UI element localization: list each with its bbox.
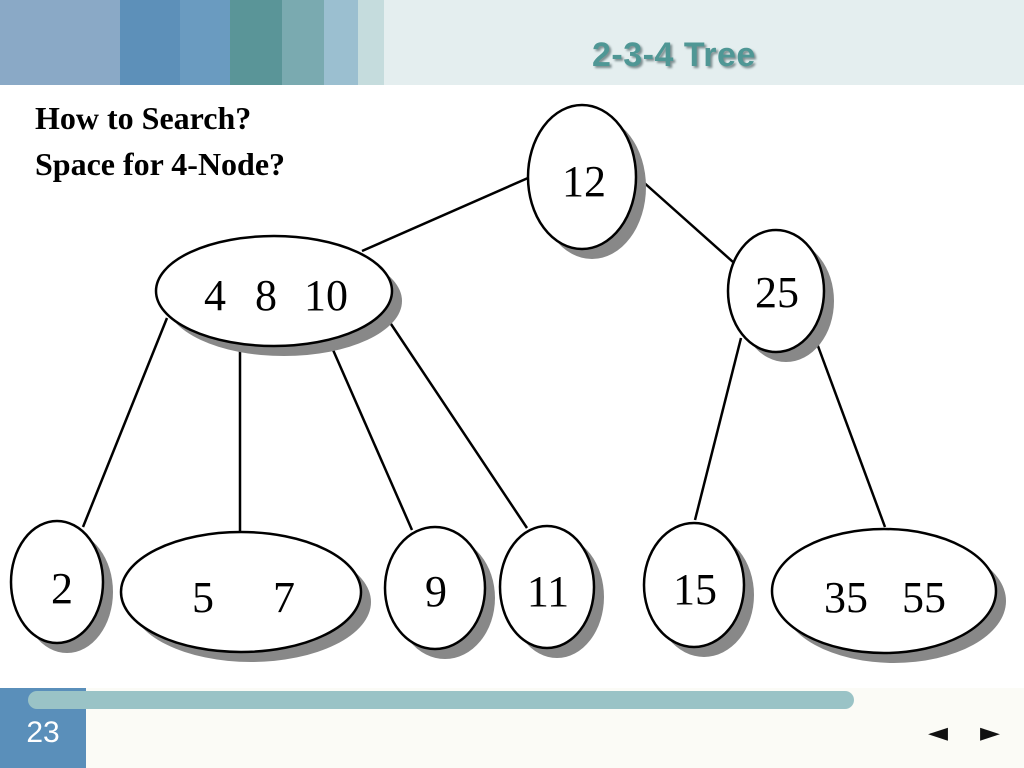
- leaf-node-9: [383, 525, 487, 651]
- previous-slide-icon[interactable]: ◄: [928, 718, 948, 748]
- key: 25: [755, 268, 799, 317]
- edge-root-right: [640, 179, 734, 263]
- key: 7: [273, 573, 295, 622]
- header-band: [324, 0, 358, 85]
- key: 4: [204, 271, 226, 320]
- header-band: [230, 0, 282, 85]
- question-space: Space for 4-Node?: [35, 146, 286, 182]
- key: 9: [425, 567, 447, 616]
- key: 2: [51, 564, 73, 613]
- leaf-node-15: [642, 521, 746, 649]
- edge-root-left: [361, 176, 529, 253]
- page-number: 23: [26, 716, 60, 749]
- edge-25-right: [813, 337, 887, 528]
- header-band: [0, 0, 120, 85]
- next-slide-icon[interactable]: ►: [980, 718, 1000, 748]
- key: 10: [304, 271, 348, 320]
- edge-4node-child-4: [385, 317, 529, 529]
- edge-4node-child-1: [81, 317, 169, 528]
- leaf-node-35-55: [770, 527, 998, 655]
- header-band: [282, 0, 324, 85]
- node-25: [726, 228, 826, 354]
- key: 8: [255, 271, 277, 320]
- key: 11: [527, 567, 569, 616]
- root-node: [526, 103, 638, 251]
- leaf-node-5-7: [119, 530, 363, 654]
- tree-nodes: [9, 103, 998, 655]
- edge-4node-child-3: [328, 342, 414, 531]
- question-list: How to Search? Space for 4-Node?: [35, 95, 285, 187]
- slide-header: [0, 0, 1024, 85]
- key: 12: [562, 157, 606, 206]
- key: 5: [192, 573, 214, 622]
- edge-25-left: [693, 337, 743, 521]
- slide-title: 2-3-4 Tree: [592, 36, 756, 74]
- node-keys: 12 4 8 10 25 2 5 7 9 11 15 35 55: [51, 157, 946, 622]
- footer-accent-line: [28, 691, 854, 709]
- leaf-node-2: [9, 519, 105, 645]
- key: 55: [902, 573, 946, 622]
- header-band: [358, 0, 384, 85]
- key: 35: [824, 573, 868, 622]
- leaf-node-11: [498, 524, 596, 650]
- header-band: [180, 0, 230, 85]
- header-band: [120, 0, 180, 85]
- tree-edges: [81, 176, 887, 533]
- four-node: [154, 234, 394, 348]
- key: 15: [673, 565, 717, 614]
- question-search: How to Search?: [35, 100, 252, 136]
